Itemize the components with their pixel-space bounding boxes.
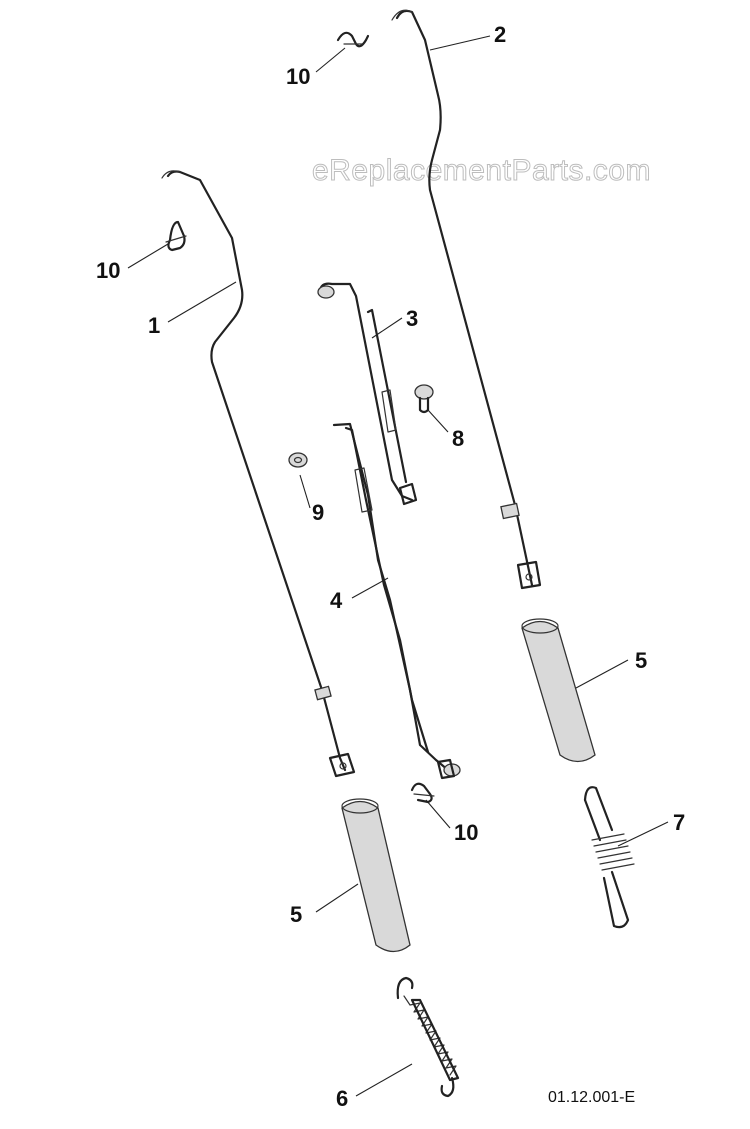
drawing-number: 01.12.001-E bbox=[548, 1089, 635, 1106]
callout-4: 4 bbox=[330, 588, 343, 613]
part-10-clip-top bbox=[336, 31, 370, 48]
leader-lines bbox=[127, 35, 669, 1097]
callout-9: 9 bbox=[312, 500, 324, 525]
part-10-clip-left bbox=[165, 220, 187, 252]
callout-5-upper: 5 bbox=[635, 648, 647, 673]
watermark-text: eReplacementParts.com bbox=[312, 154, 651, 187]
part-7-spring bbox=[583, 786, 635, 929]
callout-1: 1 bbox=[148, 313, 160, 338]
part-6-spring bbox=[396, 976, 460, 1098]
callout-2: 2 bbox=[494, 22, 506, 47]
part-1-rod bbox=[161, 170, 356, 778]
part-5-grip-lower bbox=[341, 798, 411, 953]
callout-5-lower: 5 bbox=[290, 902, 302, 927]
part-4-bar bbox=[332, 422, 461, 780]
callout-6: 6 bbox=[336, 1086, 348, 1111]
part-3-arm bbox=[317, 282, 418, 506]
callout-10-left: 10 bbox=[96, 258, 120, 283]
callout-10-bottom: 10 bbox=[454, 820, 478, 845]
part-9-nut bbox=[288, 452, 308, 468]
callout-3: 3 bbox=[406, 306, 418, 331]
part-10-clip-bottom bbox=[410, 782, 435, 804]
callout-7: 7 bbox=[673, 810, 685, 835]
part-5-grip-upper bbox=[521, 618, 596, 763]
callout-8: 8 bbox=[452, 426, 464, 451]
callout-10-top: 10 bbox=[286, 64, 310, 89]
part-2-rod bbox=[391, 9, 542, 590]
part-8-pin bbox=[414, 384, 434, 414]
